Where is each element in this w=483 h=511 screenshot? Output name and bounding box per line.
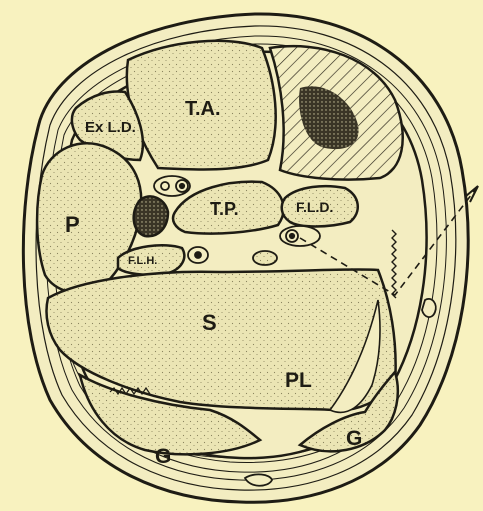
label-peroneus: P: [65, 212, 80, 237]
label-gastrocnemius-left: G: [155, 445, 171, 468]
label-flexor-longus-hallucis: F.L.H.: [128, 255, 157, 267]
saphenous-vein: [422, 299, 436, 317]
label-gastrocnemius-right: G: [346, 427, 362, 450]
label-extensor-longus-digitorum: Ex L.D.: [85, 119, 136, 136]
label-tibialis-posterior: T.P.: [210, 199, 239, 219]
label-tibialis-anterior: T.A.: [185, 98, 221, 120]
label-plantaris: PL: [285, 369, 312, 392]
label-flexor-longus-digitorum: F.L.D.: [296, 199, 333, 215]
anterior-tibial-vein: [161, 182, 169, 190]
tibial-nerve: [253, 251, 277, 265]
fibula-bone: [134, 196, 168, 236]
label-soleus: S: [202, 310, 217, 335]
